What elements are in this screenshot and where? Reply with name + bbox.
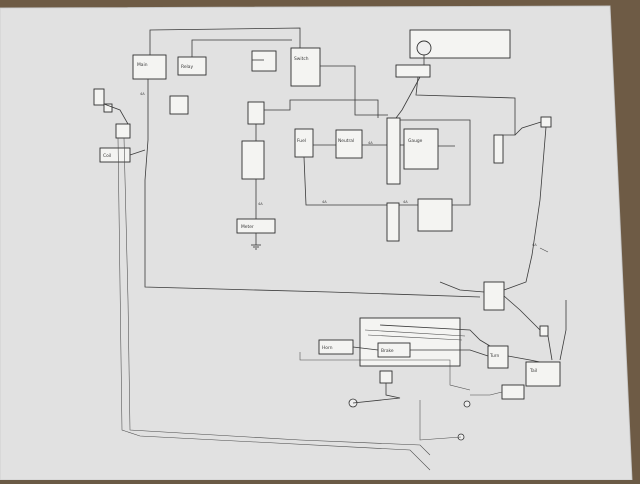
label-horn: Horn [322,345,333,351]
wire-block-loop [400,119,471,206]
wire-brake-turn [410,349,489,357]
wire-harness-2 [364,329,466,337]
wire-right-tap [539,247,549,253]
wire-right-down [503,126,547,291]
connector-block-2 [386,202,400,242]
wire-sensor-right [415,76,516,136]
wire-top-bus [149,27,301,55]
wire-right-connector [514,121,542,136]
right-small-box [540,116,552,128]
wires [103,27,567,471]
harness-outline [359,317,461,367]
wire-harness-1 [379,324,491,347]
fuse-box [93,88,105,106]
sensor-circle [416,40,432,56]
label-tail: Tail [529,368,537,374]
lower-box [501,384,525,400]
wire-switch-2 [264,99,379,118]
label-brake: Brake [381,348,394,354]
wire-label-1: 4A [140,92,145,96]
switch-box-1 [169,95,189,115]
main-switch-box [290,47,321,87]
label-coil: Coil [103,153,111,159]
gauge-box-2 [403,128,439,170]
wire-fuel-down [303,156,387,206]
wire-turn-tail [507,355,541,363]
label-meter: Meter [241,224,254,230]
middle-component-group [236,29,552,242]
wire-left-outer [123,137,431,456]
switch-box-2 [247,101,265,125]
wire-label-5: 4A [532,243,537,247]
label-relay: Relay [181,64,193,70]
wire-label-3: 4A [322,200,327,204]
wire-harness-4 [299,352,471,391]
wire-label-6: 4A [258,202,263,206]
wire-sensor-block [395,76,421,119]
switch-box-3 [483,281,505,311]
small-box-1 [103,103,113,113]
connector-block-1 [386,117,401,185]
wire-harness-3 [367,334,463,341]
turn-box [487,345,509,369]
wire-coil [129,149,146,156]
right-connector [493,134,504,164]
label-main: Main [137,62,148,68]
sensor-connector [395,64,431,78]
wire-small-3 [547,335,553,361]
meter-box [241,140,265,180]
small-box-3 [539,325,549,337]
wire-switch3-in [439,281,485,293]
wire-far-right [559,300,567,361]
wire-lower-box [470,391,503,396]
neutral-box [335,129,363,159]
main-relay-box [132,54,167,80]
wire-switch3-out [503,295,541,331]
label-fuel: Fuel [297,138,306,144]
wire-bulb-3 [419,400,462,441]
paper-highlight [0,6,632,480]
wire-label-4: 4A [403,200,408,204]
component-labels: Main Relay Fuel Neutral Meter Gauge Swit… [103,56,537,374]
wire-main-switch [320,65,388,116]
wire-left-outer-2 [117,137,431,471]
label-switch: Switch [294,56,309,62]
wire-labels: 4A 4A 4A 4A 4A 4A [140,92,537,247]
wire-horn-brake [352,346,379,351]
small-box-2 [115,123,131,139]
gauge-box-1 [251,50,277,72]
wire-bulb-1 [352,383,401,404]
wire-left-main [144,79,481,298]
gauge-box-3 [417,198,453,232]
wire-top-2 [191,39,292,57]
lower-right-component-group [318,281,561,441]
top-left-component-group [93,47,321,163]
label-gauge: Gauge [408,138,423,144]
wire-label-2: 4A [368,141,373,145]
wire-fuse [103,103,129,125]
bulb-2 [463,400,471,408]
tail-box [525,361,561,387]
small-box-4 [379,370,393,384]
label-neutral: Neutral [338,138,354,144]
ground-symbol-icon [251,244,261,250]
label-turn: Turn [489,353,500,359]
